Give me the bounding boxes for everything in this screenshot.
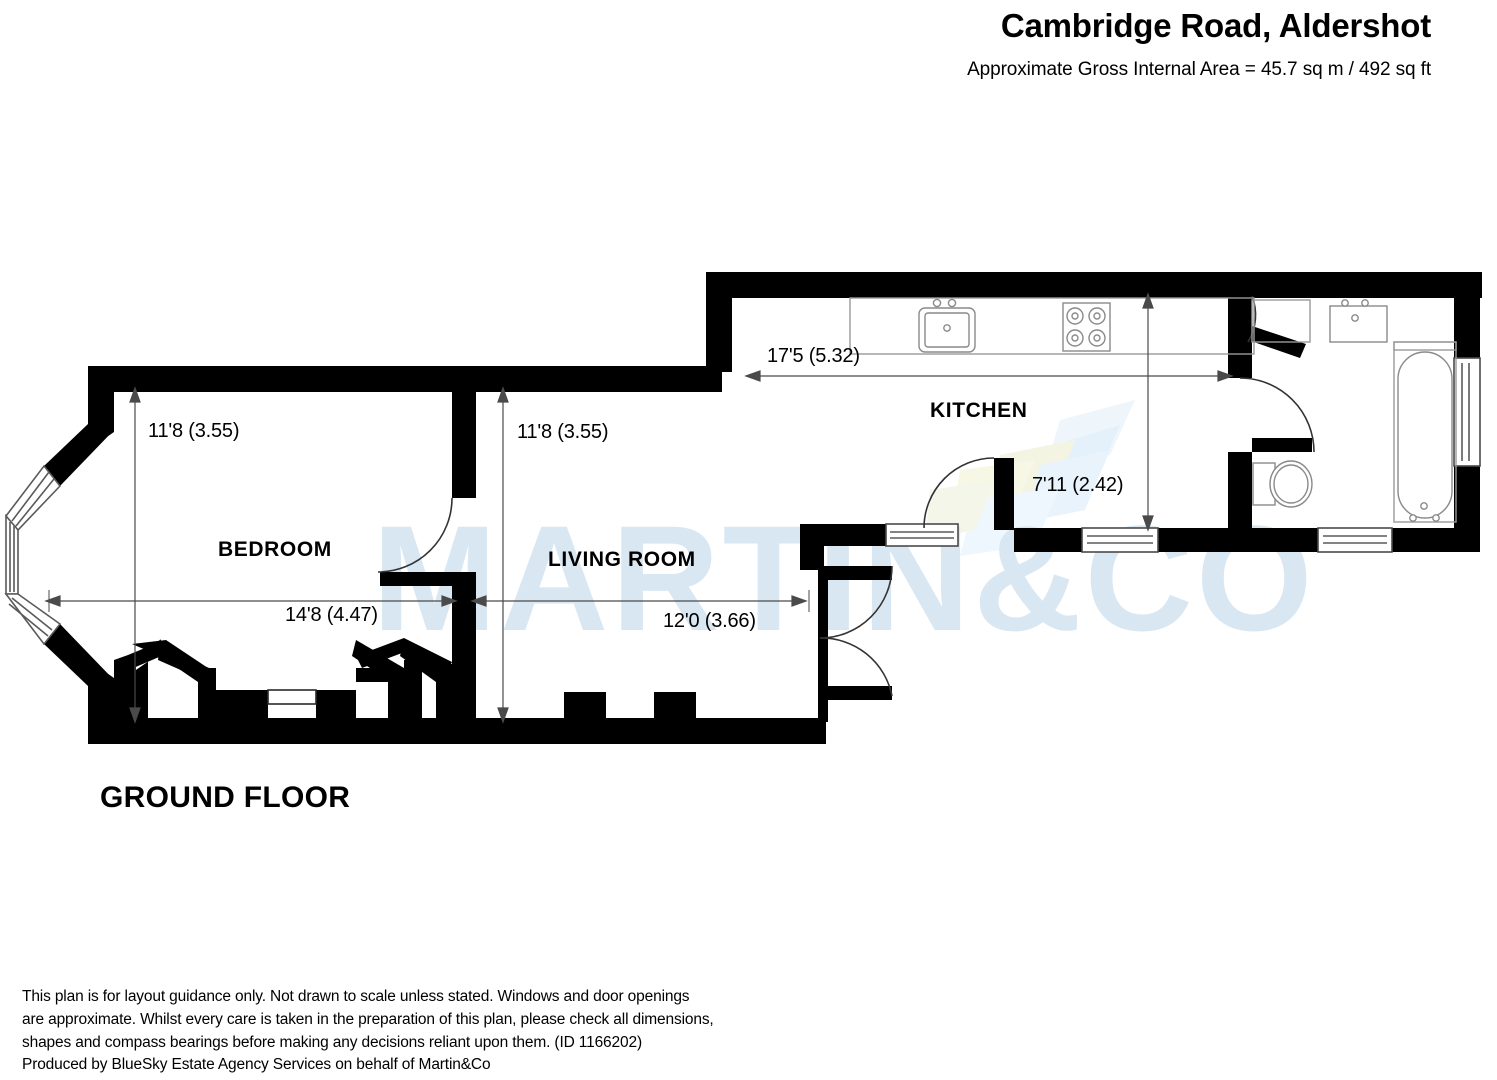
- bedroom-window: [267, 689, 317, 705]
- wall-structure: [44, 272, 1482, 744]
- kitchen-window: [1081, 527, 1159, 553]
- dimension-bedroom-width: 14'8 (4.47): [285, 604, 378, 626]
- bathroom-door-swing: [1239, 377, 1315, 453]
- bathtub: [1393, 341, 1457, 523]
- dimension-lines: [44, 292, 1234, 724]
- disclaimer-text: This plan is for layout guidance only. N…: [22, 986, 714, 1077]
- bay-window: [4, 464, 62, 646]
- floor-level-label: GROUND FLOOR: [100, 781, 351, 814]
- kitchen-hob: [1062, 302, 1111, 352]
- kitchen-sink: [918, 298, 976, 353]
- hall-window: [885, 523, 959, 547]
- living-room-door-swing: [819, 565, 893, 639]
- room-label-living-room: LIVING ROOM: [548, 548, 696, 571]
- dimension-living-room-height: 11'8 (3.55): [517, 421, 609, 443]
- bathroom-basin: [1329, 299, 1388, 343]
- window-group: [4, 357, 1481, 705]
- kitchen-door-swing: [923, 457, 995, 529]
- room-label-kitchen: KITCHEN: [930, 399, 1028, 422]
- kitchen-counter: [849, 297, 1255, 355]
- bathroom-cupboard: [1251, 299, 1311, 343]
- hall-door-swing: [819, 637, 893, 697]
- dimension-living-room-width: 12'0 (3.66): [663, 610, 756, 632]
- disclaimer-line-2: are approximate. Whilst every care is ta…: [22, 1010, 714, 1028]
- plan-header: Cambridge Road, Aldershot Approximate Gr…: [967, 7, 1431, 81]
- bathroom-window-right: [1453, 357, 1481, 467]
- disclaimer-line-4: Produced by BlueSky Estate Agency Servic…: [22, 1056, 491, 1074]
- toilet: [1252, 460, 1313, 508]
- bedroom-door-swing: [377, 497, 453, 573]
- disclaimer-line-3: shapes and compass bearings before makin…: [22, 1033, 642, 1051]
- room-label-bedroom: BEDROOM: [218, 538, 332, 561]
- disclaimer-line-1: This plan is for layout guidance only. N…: [22, 988, 690, 1005]
- dimension-kitchen-depth: 7'11 (2.42): [1032, 474, 1124, 496]
- dimension-bedroom-height: 11'8 (3.55): [148, 420, 240, 442]
- bathroom-window-bottom: [1317, 527, 1393, 553]
- page-title: Cambridge Road, Aldershot: [1000, 7, 1431, 44]
- dimension-kitchen-width: 17'5 (5.32): [767, 345, 860, 367]
- gross-internal-area: Approximate Gross Internal Area = 45.7 s…: [967, 59, 1431, 81]
- fixture-group: [849, 297, 1457, 523]
